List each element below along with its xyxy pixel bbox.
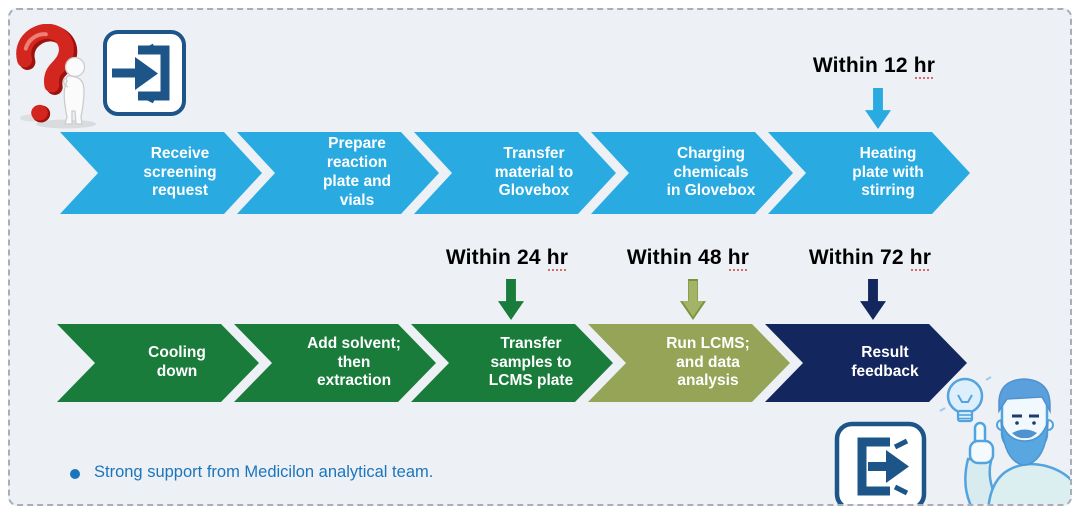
annotation-unit: hr: [909, 246, 932, 269]
step-label: Run LCMS; and data analysis: [666, 334, 750, 390]
down-arrow-72hr-icon: [860, 279, 886, 320]
annotation-prefix: Within 48: [626, 246, 722, 269]
down-arrow-12hr-icon: [865, 88, 891, 129]
step-result-feedback: Result feedback: [765, 324, 967, 402]
step-transfer-material-glovebox: Transfer material to Glovebox: [414, 132, 616, 214]
enter-login-icon: [102, 29, 187, 117]
step-run-lcms-data-analysis: Run LCMS; and data analysis: [588, 324, 790, 402]
footnote-text: Strong support from Medicilon analytical…: [94, 463, 434, 481]
down-arrow-24hr-icon: [498, 279, 524, 320]
step-cooling-down: Cooling down: [57, 324, 259, 402]
exit-logout-icon: [834, 421, 927, 504]
step-label: Transfer samples to LCMS plate: [488, 334, 574, 390]
step-prepare-reaction-plate: Prepare reaction plate and vials: [237, 132, 439, 214]
step-charging-chemicals-glovebox: Charging chemicals in Glovebox: [591, 132, 793, 214]
annotation-unit: hr: [546, 246, 569, 269]
footnote-bullet-icon: [70, 469, 80, 479]
annotation-unit: hr: [727, 246, 750, 269]
down-arrow-48hr-icon: [680, 279, 706, 320]
down-arrow-48hr-fill: [682, 281, 704, 317]
step-label: Result feedback: [851, 344, 919, 380]
annotation-prefix: Within 12: [812, 54, 908, 77]
lightbulb-icon: [939, 376, 992, 423]
annotation-unit: hr: [913, 54, 936, 77]
annotation-prefix: Within 24: [445, 246, 541, 269]
step-label: Add solvent; then extraction: [307, 334, 401, 390]
step-label: Cooling down: [148, 344, 206, 380]
step-label: Transfer material to Glovebox: [494, 144, 574, 200]
step-transfer-samples-lcms: Transfer samples to LCMS plate: [411, 324, 613, 402]
step-label: Receive screening request: [143, 144, 217, 200]
step-label: Heating plate with stirring: [852, 144, 924, 200]
step-label: Charging chemicals in Glovebox: [666, 144, 756, 200]
step-receive-screening-request: Receive screening request: [60, 132, 262, 214]
question-mark-3d-figure-icon: [14, 23, 104, 130]
annotation-prefix: Within 72: [808, 246, 904, 269]
man-with-idea-lightbulb-icon: [932, 371, 1070, 504]
step-label: Prepare reaction plate and vials: [322, 135, 392, 209]
step-add-solvent-extraction: Add solvent; then extraction: [234, 324, 436, 402]
step-heating-plate-stirring: Heating plate with stirring: [768, 132, 970, 214]
